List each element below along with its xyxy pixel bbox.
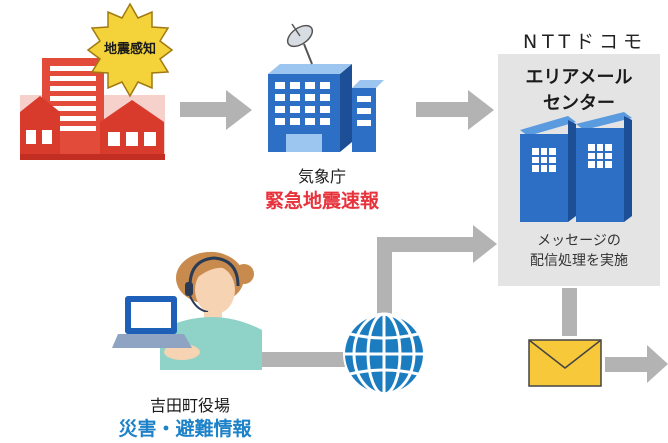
quake-building-icon: [20, 58, 165, 160]
process-line2: 配信処理を実施: [530, 253, 628, 269]
quake-badge: [86, 2, 174, 98]
jma-name-label: 気象庁: [297, 167, 346, 186]
envelope-icon: [528, 339, 602, 387]
quake-badge-label: 地震感知: [103, 42, 156, 57]
town-service-label: 災害・避難情報: [118, 418, 252, 440]
arrow-quake-to-jma: [180, 90, 252, 130]
arrow-center-down-right: [562, 288, 668, 383]
area-mail-center-title: エリアメール センター: [498, 65, 660, 117]
globe-icon: [343, 312, 425, 396]
operator-person-icon: [112, 251, 262, 370]
server-building-icon: [520, 112, 632, 222]
process-line1: メッセージの: [537, 233, 621, 249]
arrow-jma-to-center: [416, 90, 494, 130]
center-title-line1: エリアメール: [525, 67, 633, 88]
arrow-town-to-center: [257, 225, 497, 367]
center-title-line2: センター: [543, 93, 615, 114]
jma-building-icon: [268, 23, 384, 152]
ntt-company-label: NTTドコモ: [522, 31, 648, 53]
jma-service-label: 緊急地震速報: [264, 190, 379, 212]
center-process-description: メッセージの 配信処理を実施: [498, 231, 660, 271]
town-name-label: 吉田町役場: [149, 396, 230, 415]
